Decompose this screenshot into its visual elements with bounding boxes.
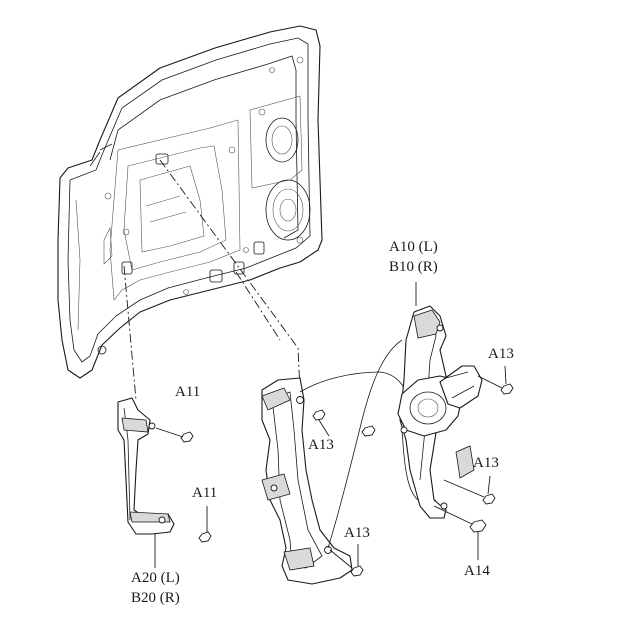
label-regulator-line1: A10 (L) xyxy=(389,239,438,255)
alignment-lines xyxy=(123,159,301,401)
label-a11-top: A11 xyxy=(175,384,201,400)
label-a11-bottom: A11 xyxy=(192,485,218,501)
bolt-a11-top xyxy=(180,431,194,443)
leader-lines xyxy=(154,282,507,569)
bolt-a11-bottom xyxy=(198,531,212,543)
door-inner-panel xyxy=(57,25,323,379)
nut-a14 xyxy=(469,519,487,533)
label-guide-line1: A20 (L) xyxy=(131,570,180,586)
label-a13-right-top: A13 xyxy=(488,346,514,362)
window-guide-channel xyxy=(117,397,175,535)
bolt-a13-rail xyxy=(361,425,376,437)
label-a13-center: A13 xyxy=(308,437,334,453)
window-regulator-rail xyxy=(261,377,353,585)
bolt-a13-center xyxy=(312,409,326,421)
bolt-a13-right-top xyxy=(500,383,514,395)
window-regulator-motor xyxy=(397,305,483,519)
bolt-a13-right-mid xyxy=(482,493,496,505)
label-regulator-line2: B10 (R) xyxy=(389,259,438,275)
label-a13-bottom: A13 xyxy=(344,525,370,541)
label-guide-line2: B20 (R) xyxy=(131,590,180,606)
bolt-a13-bottom xyxy=(350,565,364,577)
label-a14: A14 xyxy=(464,563,490,579)
label-a13-right-mid: A13 xyxy=(473,455,499,471)
